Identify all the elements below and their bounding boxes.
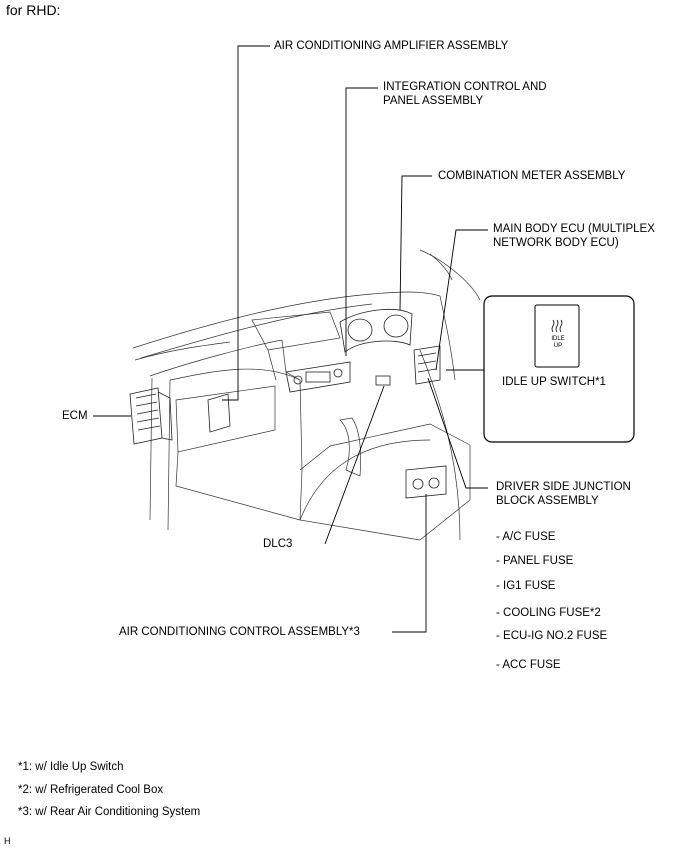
- combination-meter-sketch: [339, 309, 413, 353]
- fuse-item: - IG1 FUSE: [496, 580, 556, 592]
- callout-lines: [93, 45, 488, 633]
- label-ac-control: AIR CONDITIONING CONTROL ASSEMBLY*3: [119, 626, 360, 638]
- ecm-sketch: [129, 387, 173, 445]
- junction-block-sketch: [413, 345, 441, 385]
- label-ecm: ECM: [62, 410, 88, 422]
- corner-mark: H: [4, 836, 11, 846]
- heat-wave-icon: [551, 319, 563, 333]
- ac-control-sketch: [405, 465, 447, 499]
- idle-up-icon-label: IDLE UP: [551, 336, 565, 349]
- fuse-item: - ACC FUSE: [496, 659, 561, 671]
- footnote: *2: w/ Refrigerated Cool Box: [18, 784, 164, 796]
- label-combination-meter: COMBINATION METER ASSEMBLY: [438, 170, 626, 182]
- dlc3-sketch: [375, 375, 391, 386]
- fuse-item: - A/C FUSE: [496, 531, 556, 543]
- label-main-body-ecu-line1: MAIN BODY ECU (MULTIPLEX: [493, 223, 655, 235]
- fuse-item: - PANEL FUSE: [496, 555, 574, 567]
- label-junction-line2: BLOCK ASSEMBLY: [496, 495, 599, 507]
- footnote: *3: w/ Rear Air Conditioning System: [18, 806, 201, 818]
- label-dlc3: DLC3: [263, 538, 293, 550]
- idle-up-inset: [483, 295, 635, 443]
- page-title: for RHD:: [6, 2, 61, 18]
- label-integration-line2: PANEL ASSEMBLY: [383, 95, 484, 107]
- ac-amplifier-sketch: [207, 393, 231, 433]
- label-idle-up-switch: IDLE UP SWITCH*1: [502, 376, 606, 388]
- label-junction-line1: DRIVER SIDE JUNCTION: [496, 481, 631, 493]
- fuse-item: - ECU-IG NO.2 FUSE: [496, 630, 608, 642]
- label-main-body-ecu-line2: NETWORK BODY ECU): [493, 237, 619, 249]
- fuse-item: - COOLING FUSE*2: [496, 607, 601, 619]
- label-integration-line1: INTEGRATION CONTROL AND: [383, 81, 547, 93]
- label-ac-amplifier: AIR CONDITIONING AMPLIFIER ASSEMBLY: [274, 40, 509, 52]
- integration-panel-sketch: [285, 361, 351, 393]
- footnote: *1: w/ Idle Up Switch: [18, 761, 124, 773]
- dashboard-outline: [132, 249, 481, 541]
